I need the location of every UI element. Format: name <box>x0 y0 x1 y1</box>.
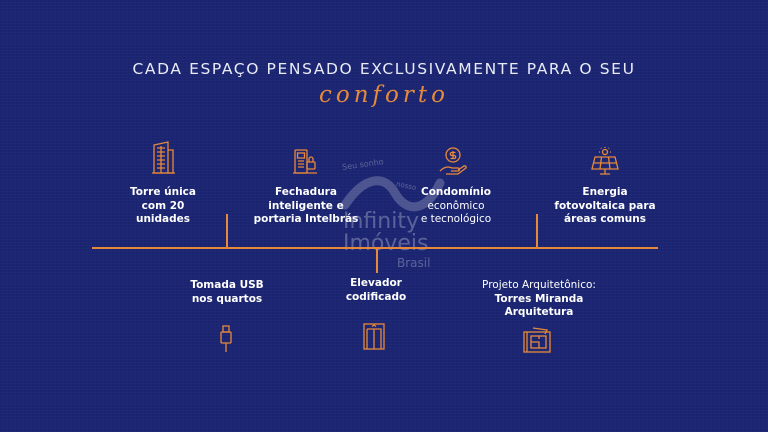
script-word: conforto <box>319 82 449 108</box>
timeline-tick <box>536 214 538 248</box>
solar-panel-icon <box>591 147 619 175</box>
feature-fechadura: Fechadura inteligente e portaria Intelbr… <box>248 186 364 227</box>
heading: CADA ESPAÇO PENSADO EXCLUSIVAMENTE PARA … <box>132 60 636 78</box>
timeline-tick <box>226 214 228 248</box>
watermark-brand-line3: Brasil <box>397 256 431 270</box>
feature-condominio: Condomínio econômico e tecnológico <box>404 186 508 227</box>
feature-line: Fechadura <box>275 186 337 198</box>
feature-line: Tomada USB <box>190 279 264 291</box>
feature-line: unidades <box>135 213 191 225</box>
smart-lock-icon <box>293 149 317 174</box>
hand-coin-icon <box>439 147 467 175</box>
building-icon <box>152 141 175 174</box>
feature-line: com 20 <box>141 199 185 212</box>
wave-logo-icon <box>340 176 445 212</box>
elevator-icon <box>363 323 385 350</box>
feature-line: áreas comuns <box>564 213 646 225</box>
feature-energia: Energia fotovoltaica para áreas comuns <box>548 186 662 227</box>
feature-line: e tecnológico <box>420 213 492 225</box>
feature-line: Torres Miranda <box>494 292 584 305</box>
feature-torre-unica: Torre única com 20 unidades <box>110 186 216 227</box>
feature-line: Energia <box>582 186 628 198</box>
feature-line: Torre única <box>130 186 196 198</box>
feature-line: Projeto Arquitetônico: <box>482 279 596 291</box>
feature-line: fotovoltaica para <box>554 199 656 212</box>
feature-line: portaria Intelbrás <box>253 213 359 225</box>
blueprint-icon <box>523 327 551 353</box>
watermark-brand-line1: Infinity <box>343 209 419 234</box>
feature-line: econômico <box>427 199 485 212</box>
feature-line: codificado <box>345 290 407 303</box>
timeline-line <box>92 247 658 249</box>
watermark-brand-line2: Imóveis <box>343 231 429 256</box>
feature-line: nos quartos <box>191 292 263 305</box>
feature-line: Condomínio <box>421 186 491 198</box>
usb-plug-icon <box>220 325 232 352</box>
feature-projeto: Projeto Arquitetônico: Torres Miranda Ar… <box>464 279 614 320</box>
feature-line: inteligente e <box>268 199 344 212</box>
feature-elevador: Elevador codificado <box>326 277 426 304</box>
feature-tomada-usb: Tomada USB nos quartos <box>172 279 282 306</box>
feature-line: Arquitetura <box>504 306 574 318</box>
timeline-tick <box>376 247 378 273</box>
feature-line: Elevador <box>350 277 402 289</box>
